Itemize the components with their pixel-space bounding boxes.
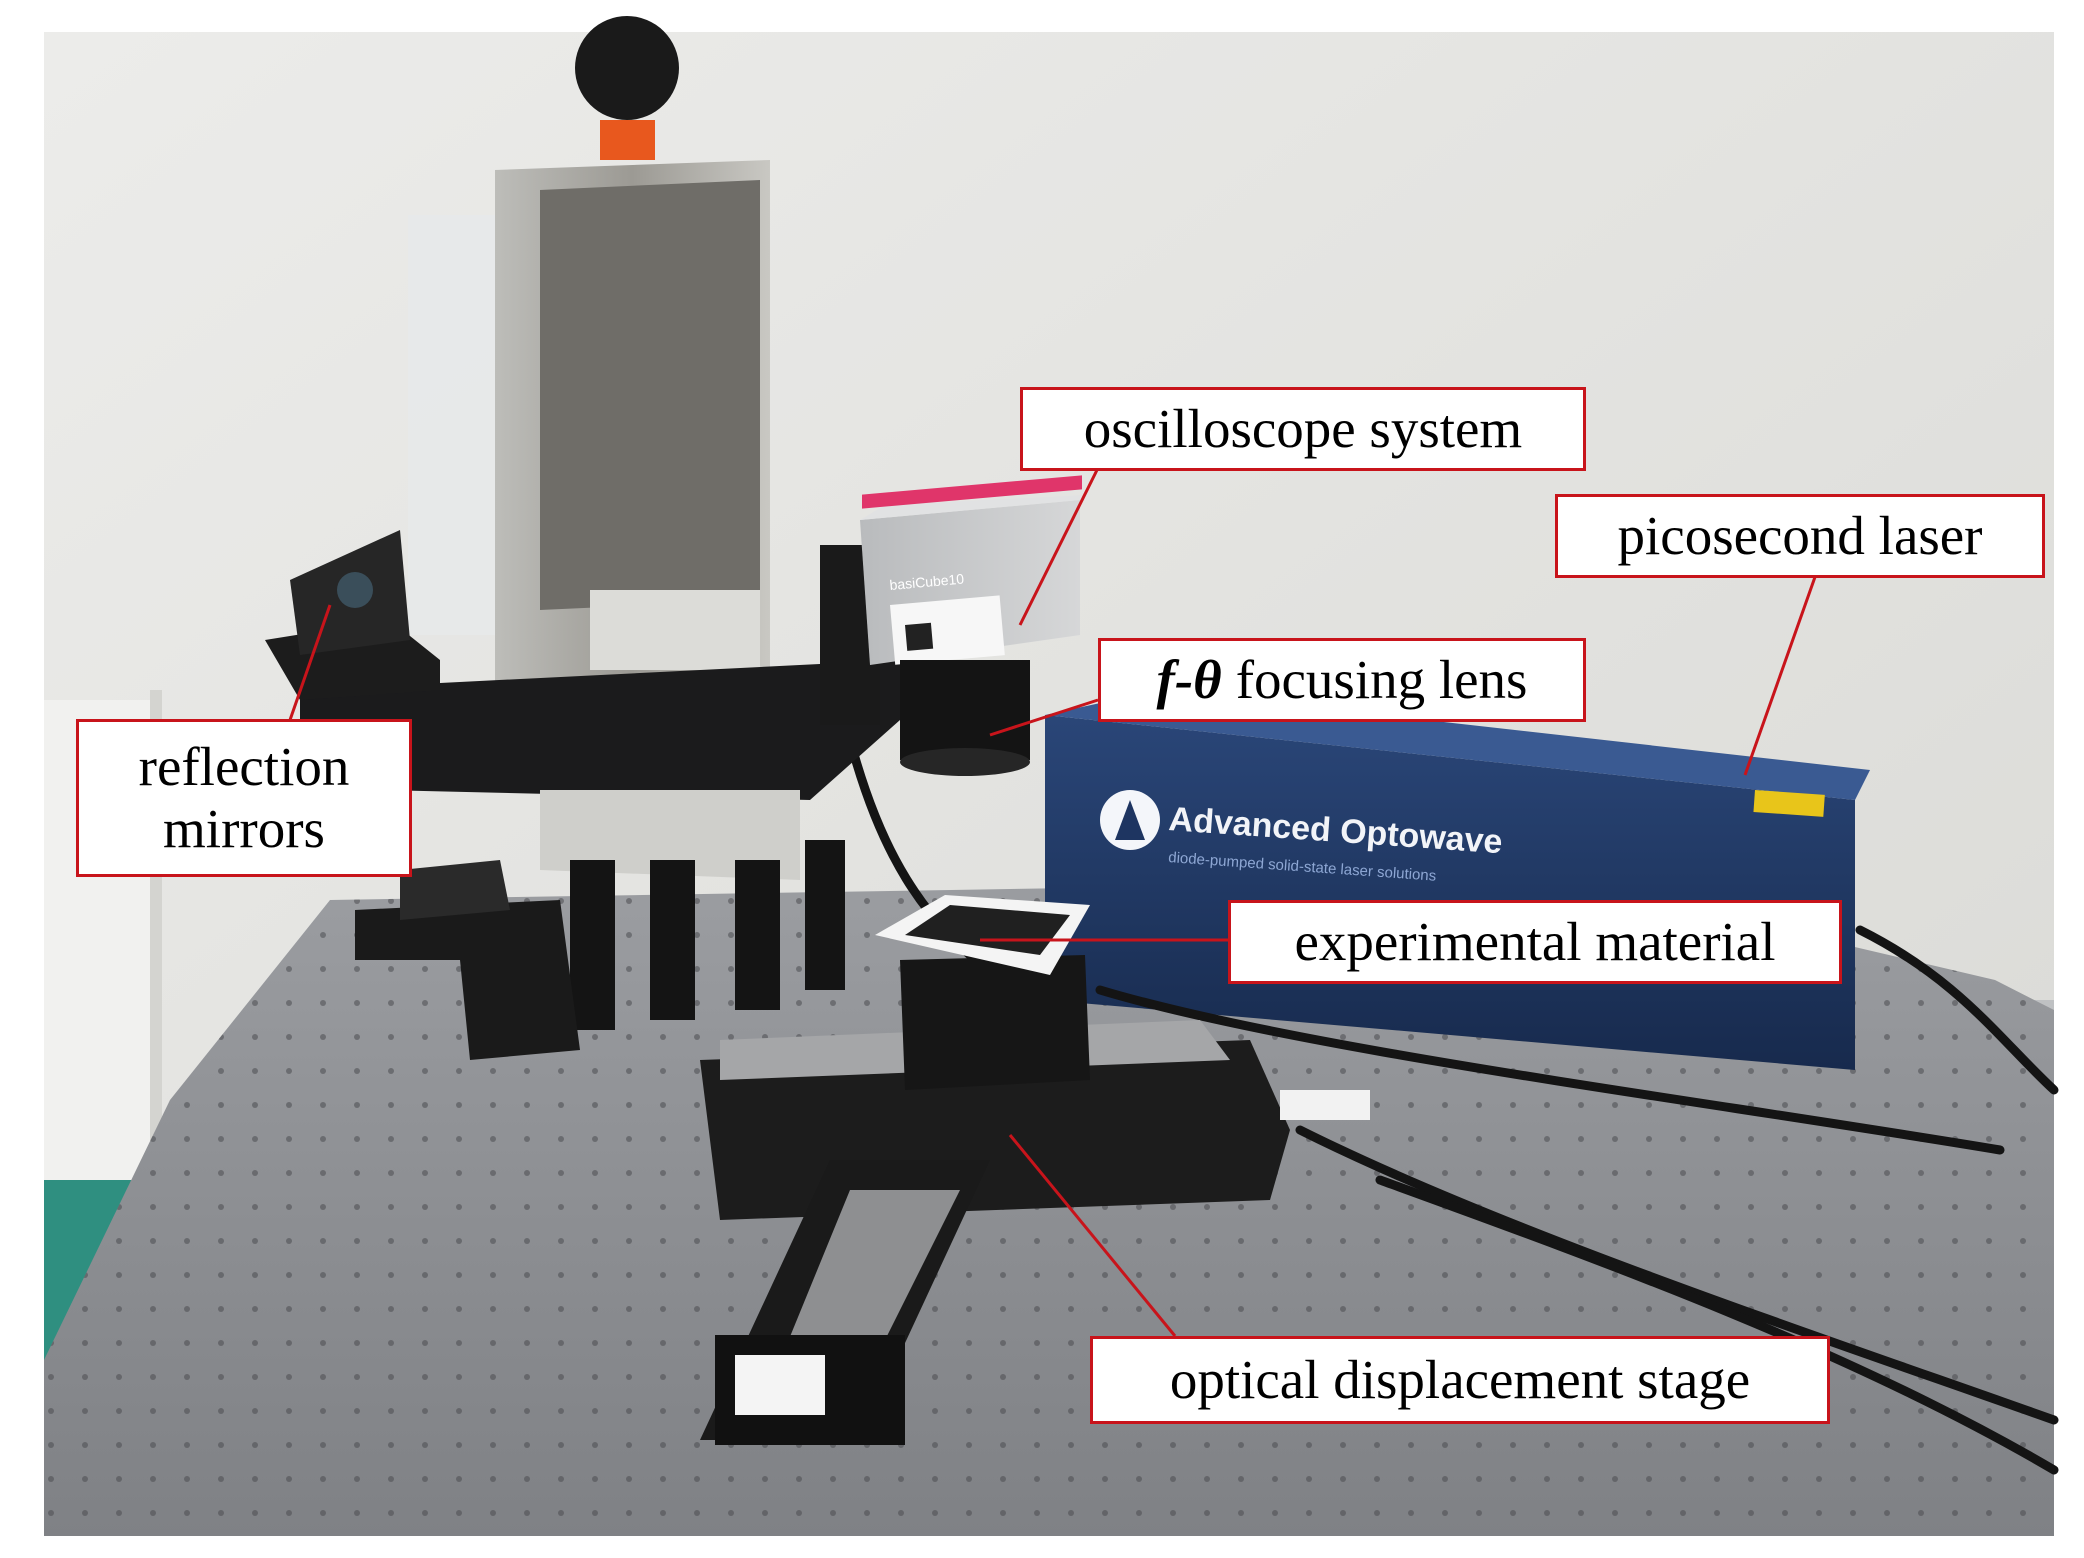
leader-lens <box>989 698 1099 737</box>
f-theta-lens <box>900 660 1030 776</box>
mounting-plate <box>300 660 900 800</box>
leader-stage <box>1008 1134 1177 1337</box>
mirror-mount-top <box>265 530 440 700</box>
scanner-head: basiCube10 <box>820 475 1085 725</box>
label-oscilloscope-text: oscilloscope system <box>1083 398 1523 460</box>
scanner-model-text: basiCube10 <box>889 571 965 593</box>
label-mirrors-line1: reflection <box>138 736 350 798</box>
leader-lines <box>288 467 1817 1337</box>
label-lens-symbol: f-θ <box>1156 649 1222 711</box>
label-experimental-material: experimental material <box>1228 900 1842 984</box>
adjust-knob-icon <box>575 16 679 120</box>
label-lens-text: focusing lens <box>1235 649 1528 711</box>
label-picosecond-text: picosecond laser <box>1617 505 1983 567</box>
mirror-mount-bottom <box>355 860 580 1060</box>
support-legs <box>570 840 845 1030</box>
leader-oscilloscope <box>1018 467 1100 626</box>
leader-mirrors <box>288 604 332 721</box>
label-picosecond-laser: picosecond laser <box>1555 494 2045 578</box>
scanner-stripe <box>862 475 1082 509</box>
experimental-material-sample <box>875 895 1090 975</box>
label-stage-text: optical displacement stage <box>1169 1349 1751 1411</box>
label-oscilloscope-system: oscilloscope system <box>1020 387 1586 471</box>
label-reflection-mirrors: reflection mirrors <box>76 719 412 877</box>
label-optical-displacement-stage: optical displacement stage <box>1090 1336 1830 1424</box>
displacement-stage <box>700 955 1370 1445</box>
leader-picosecond <box>1743 576 1817 776</box>
label-focusing-lens: f-θ focusing lens <box>1098 638 1586 722</box>
warning-label <box>1753 790 1825 817</box>
label-material-text: experimental material <box>1294 911 1776 973</box>
z-axis-column <box>408 16 770 710</box>
label-mirrors-line2: mirrors <box>163 798 325 859</box>
